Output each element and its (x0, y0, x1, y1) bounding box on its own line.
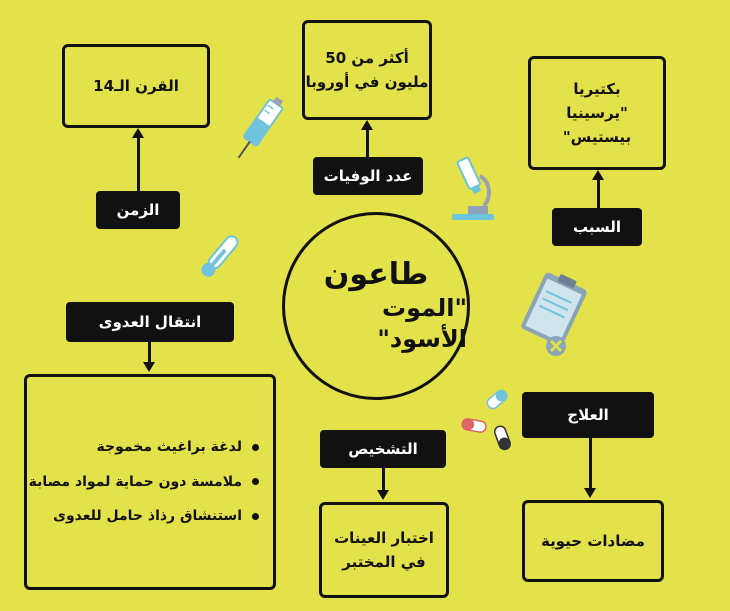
diagnosis-value-line1: اختبار العينات (334, 529, 434, 547)
list-item: لدغة براغيث مخموجة (29, 436, 259, 458)
transmission-box: لدغة براغيث مخموجة ملامسة دون حماية لموا… (24, 374, 276, 590)
deaths-value-line1: أكثر من 50 (325, 49, 409, 67)
transmission-arrow-head (143, 362, 155, 372)
time-box: القرن الـ14 (62, 44, 210, 128)
deaths-arrow-line (366, 128, 369, 158)
list-item: استنشاق رذاذ حامل للعدوى (29, 505, 259, 527)
cause-label-text: السبب (572, 218, 622, 236)
treatment-arrow-line (589, 438, 592, 490)
cause-box: بكتيريا "يرسينيا بيستيس" (528, 56, 666, 170)
deaths-arrow-head (361, 120, 373, 130)
bullet-icon (252, 478, 259, 486)
treatment-value: مضادات حيوية (541, 532, 645, 550)
time-arrow-head (132, 128, 144, 138)
thermometer-icon (201, 235, 239, 277)
cause-value-line2: "يرسينيا بيستيس" (562, 104, 632, 146)
treatment-label-text: العلاج (567, 406, 609, 424)
center-title-circle: طاعون "الموت الأسود" (282, 212, 470, 400)
transmission-list: لدغة براغيث مخموجة ملامسة دون حماية لموا… (29, 424, 259, 539)
deaths-value-line2: مليون في أوروبا (305, 73, 429, 91)
cause-value-line1: بكتيريا (573, 80, 621, 98)
transmission-label: انتقال العدوى (66, 302, 234, 342)
cause-label: السبب (552, 208, 642, 246)
treatment-box: مضادات حيوية (522, 500, 664, 582)
deaths-box: أكثر من 50 مليون في أوروبا (302, 20, 432, 120)
pills-icon (461, 390, 511, 451)
transmission-arrow-line (148, 342, 151, 364)
bullet-icon (252, 444, 259, 452)
diagnosis-arrow-head (377, 490, 389, 500)
cause-arrow-head (592, 170, 604, 180)
time-label: الزمن (96, 191, 180, 229)
list-item: ملامسة دون حماية لمواد مصابة (29, 471, 259, 493)
time-value: القرن الـ14 (93, 77, 179, 95)
microscope-icon (452, 156, 494, 220)
diagnosis-label-text: التشخيص (348, 440, 418, 458)
diagnosis-value-line2: في المختبر (342, 553, 426, 571)
treatment-arrow-head (584, 488, 596, 498)
time-arrow-line (137, 136, 140, 192)
time-label-text: الزمن (116, 201, 160, 219)
list-item-text: ملامسة دون حماية لمواد مصابة (28, 473, 242, 490)
transmission-label-text: انتقال العدوى (98, 313, 202, 331)
diagnosis-box: اختبار العينات في المختبر (319, 502, 449, 598)
center-title-line1: طاعون (323, 256, 429, 292)
deaths-label: عدد الوفيات (313, 157, 423, 195)
diagnosis-label: التشخيص (320, 430, 446, 468)
list-item-text: استنشاق رذاذ حامل للعدوى (53, 508, 242, 525)
clipboard-icon (521, 272, 587, 356)
bullet-icon (252, 512, 259, 520)
syringe-icon (237, 96, 284, 159)
treatment-label: العلاج (522, 392, 654, 438)
diagnosis-arrow-line (382, 468, 385, 492)
center-title-line2: "الموت الأسود" (377, 293, 467, 353)
list-item-text: لدغة براغيث مخموجة (96, 439, 242, 456)
deaths-label-text: عدد الوفيات (323, 167, 413, 185)
cause-arrow-line (597, 178, 600, 210)
